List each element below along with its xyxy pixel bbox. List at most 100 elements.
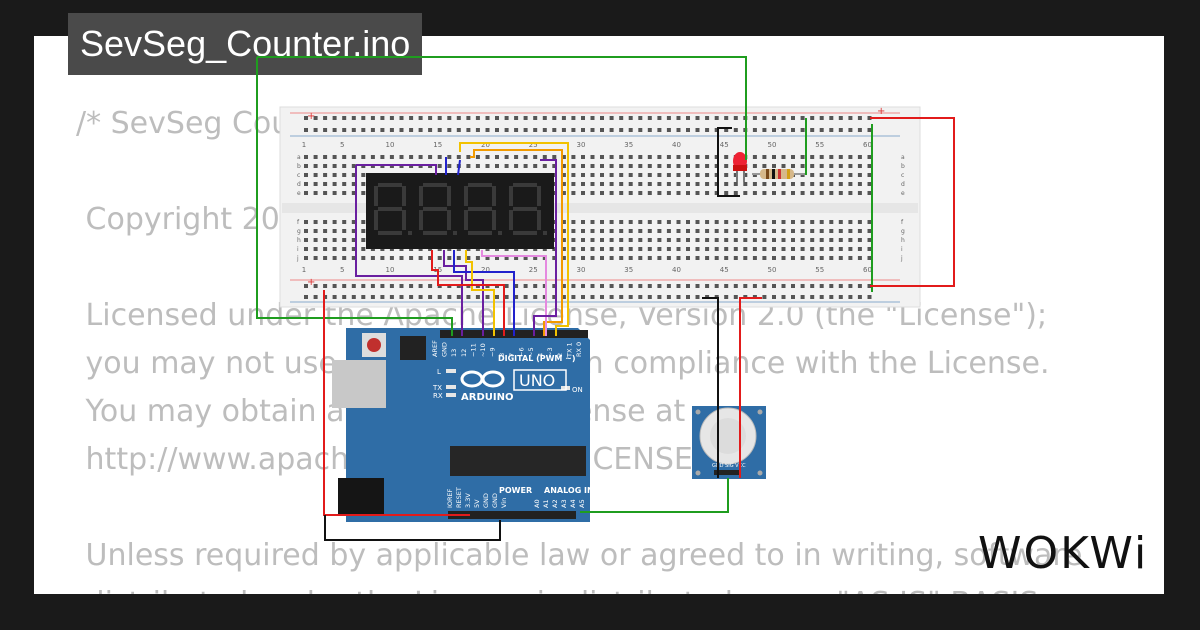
column-number: 1	[302, 141, 306, 149]
segment	[509, 210, 513, 230]
wire-green-pot	[580, 478, 729, 513]
segment	[402, 186, 406, 206]
row-letter: c	[297, 172, 300, 179]
row-letter: i	[901, 246, 903, 253]
pin-label: ~6	[517, 347, 525, 357]
breadboard-column-numbers: 1155101015152020252530303535404045455050…	[302, 141, 872, 274]
wire-black-pot	[702, 297, 719, 478]
wire-black-led	[717, 127, 740, 197]
pin-label: GND	[441, 342, 449, 357]
column-number: 45	[720, 141, 729, 149]
model-label: UNO	[519, 371, 555, 390]
wire-green-left	[256, 57, 453, 336]
arduino-logo-icon	[460, 370, 505, 388]
power-label: POWER	[499, 486, 532, 495]
tx-label: TX	[432, 384, 442, 392]
wire-blue-c	[457, 159, 461, 176]
segment	[423, 183, 447, 187]
resistor[interactable]	[752, 169, 804, 179]
pin-label: 5V	[473, 499, 481, 508]
digital-label: DIGITAL (PWM ~)	[498, 354, 576, 363]
code-line: Unless required by applicable law or agr…	[76, 538, 1083, 573]
segment	[468, 231, 492, 235]
column-number: 45	[720, 266, 729, 274]
row-letter: f	[297, 219, 300, 226]
brand-label: ARDUINO	[461, 392, 513, 403]
pin-label: 4	[537, 353, 545, 357]
pot-pin-labels: GND SIG VCC	[712, 463, 746, 469]
column-number: 10	[385, 266, 394, 274]
pin-label: GND	[482, 493, 490, 508]
segment	[402, 210, 406, 230]
column-number: 35	[624, 141, 633, 149]
column-number: 30	[576, 266, 585, 274]
pin-label: RESET	[455, 487, 463, 508]
segment	[419, 210, 423, 230]
pin-label: ~10	[479, 343, 487, 357]
file-title[interactable]: SevSeg_Counter.ino	[68, 13, 423, 75]
on-label: ON	[572, 386, 583, 394]
wire-yellow-a	[459, 142, 569, 336]
pin-label: A2	[551, 499, 559, 508]
row-letter: c	[901, 172, 904, 179]
row-letter: g	[297, 228, 301, 235]
segment	[468, 207, 492, 211]
column-number: 30	[576, 141, 585, 149]
segment	[378, 207, 402, 211]
rail-plus-sign: +	[307, 111, 315, 122]
pin-label: ~11	[469, 343, 477, 357]
column-number: 55	[815, 141, 824, 149]
wire-purple-a	[356, 164, 437, 175]
segment	[378, 231, 402, 235]
segment-dot	[543, 231, 547, 235]
code-line: Licensed under the Apache License, Versi…	[76, 298, 1048, 333]
wokwi-logo-text: WOKWi	[978, 528, 1148, 579]
seven-segment-display[interactable]	[366, 173, 554, 249]
row-letter: f	[901, 219, 904, 226]
row-letter: b	[297, 163, 301, 170]
red-led[interactable]	[733, 152, 747, 182]
segment	[378, 183, 402, 187]
segment	[464, 186, 468, 206]
reset-button[interactable]	[367, 338, 381, 352]
row-letter: j	[900, 255, 903, 262]
pin-label: A5	[578, 499, 586, 508]
wire-black-gnd	[324, 515, 501, 541]
analog-label: ANALOG IN	[544, 486, 594, 495]
pin-label: Vin	[500, 498, 508, 508]
wire-blue-b	[453, 250, 515, 336]
segment	[509, 186, 513, 206]
wire-pink	[481, 250, 547, 336]
segment	[492, 186, 496, 206]
column-number: 60	[863, 266, 872, 274]
segment	[374, 210, 378, 230]
row-letter: a	[901, 154, 905, 161]
row-letter: j	[296, 255, 299, 262]
row-letter: d	[297, 181, 301, 188]
column-number: 5	[340, 141, 344, 149]
segment	[513, 231, 537, 235]
potentiometer[interactable]: GND SIG VCC	[692, 406, 766, 479]
pin-label: A3	[560, 499, 568, 508]
wire-green-top	[257, 56, 747, 160]
pin-label: 3.3V	[464, 493, 472, 508]
usb-port	[332, 360, 386, 408]
column-number: 10	[385, 141, 394, 149]
column-number: 35	[624, 266, 633, 274]
power-analog-header	[448, 511, 576, 519]
segment-dot	[498, 231, 502, 235]
row-letter: a	[297, 154, 301, 161]
column-number: 40	[672, 141, 681, 149]
segment	[447, 210, 451, 230]
rail-plus-sign-right: +	[877, 106, 885, 117]
wire-red-pot	[739, 297, 762, 478]
row-letter: h	[901, 237, 905, 244]
column-number: 55	[815, 266, 824, 274]
row-letter: i	[297, 246, 299, 253]
column-number: 20	[481, 141, 490, 149]
segment	[419, 186, 423, 206]
pin-label: RX 0	[575, 342, 583, 357]
